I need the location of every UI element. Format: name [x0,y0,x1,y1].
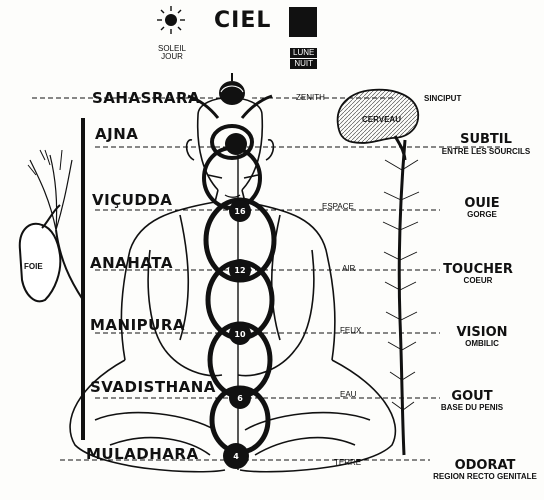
chakra-channel [202,124,277,470]
petal-count-manipura: 10 [234,330,246,339]
left-nerve-trunk [27,118,85,440]
moon-label-line-2: NUIT [290,59,318,69]
sense-vision: VISION OMBILIC [442,326,522,348]
sahasrara-lotus [219,73,245,105]
sun-label-line-1: SOLEIL [157,44,186,53]
sense-toucher: TOUCHER COEUR [438,263,518,285]
chakra-label-muladhara: MULADHARA [86,445,199,463]
brain-label: CERVEAU [362,115,401,124]
sun-icon [157,6,185,34]
sense-subtitle-ouie: GORGE [467,210,497,219]
sky-title: CIEL [214,8,272,33]
sun-label: SOLEIL JOUR [157,45,187,61]
petal-count-muladhara: 4 [233,452,239,461]
sense-title-sinciput: SINCIPUT [424,94,462,103]
sense-title-vision: VISION [456,325,508,340]
chakra-label-svadisthana: SVADISTHANA [90,378,216,396]
sense-odorat: ODORAT REGION RECTO GENITALE [430,459,540,481]
element-label-terre: TERRE [334,458,362,467]
chakra-discs [223,133,251,469]
sense-title-odorat: ODORAT [454,458,516,473]
meditating-figure [69,97,397,473]
sense-subtitle-subtil: ENTRE LES SOURCILS [441,147,531,156]
sun-label-line-2: JOUR [161,52,183,61]
petal-count-anahata: 12 [234,266,246,275]
sense-title-toucher: TOUCHER [443,262,513,277]
sense-title-ouie: OUIE [464,196,500,211]
brain-organ [336,88,420,144]
chakra-label-vicudda: VIÇUDDA [92,191,173,209]
chakra-label-sahasrara: SAHASRARA [92,89,201,107]
element-label-air: AIR [342,264,356,273]
sense-gout: GOUT BASE DU PENIS [434,390,510,412]
crescent-moon-icon [289,7,317,37]
element-label-zenith: ZENITH [296,93,325,102]
sense-subtitle-toucher: COEUR [463,276,493,285]
moon-label: LUNE NUIT [290,48,318,69]
chakra-label-ajna: AJNA [95,125,139,143]
element-label-feux: FEUX [340,326,362,335]
sense-title-gout: GOUT [451,389,493,404]
sense-subtitle-gout: BASE DU PENIS [440,403,504,412]
leader-lines [32,97,500,461]
liver-label: FOIE [24,262,43,271]
petal-count-svadisthana: 6 [237,394,243,403]
liver-organ [18,222,62,303]
sense-subtitle-vision: OMBILIC [465,339,499,348]
element-label-eau: EAU [340,390,357,399]
moon-label-line-1: LUNE [290,48,318,58]
sense-ouie: OUIE GORGE [442,197,522,219]
sense-subtitle-odorat: REGION RECTO GENITALE [433,472,537,481]
chakra-label-manipura: MANIPURA [90,316,186,334]
element-label-espace: ESPACE [322,202,354,211]
sense-title-subtil: SUBTIL [460,132,512,147]
petal-count-vicudda: 16 [234,207,246,216]
sense-subtil: SUBTIL ENTRE LES SOURCILS [436,133,536,156]
spinal-cord [382,139,420,456]
chakra-label-anahata: ANAHATA [90,254,173,272]
